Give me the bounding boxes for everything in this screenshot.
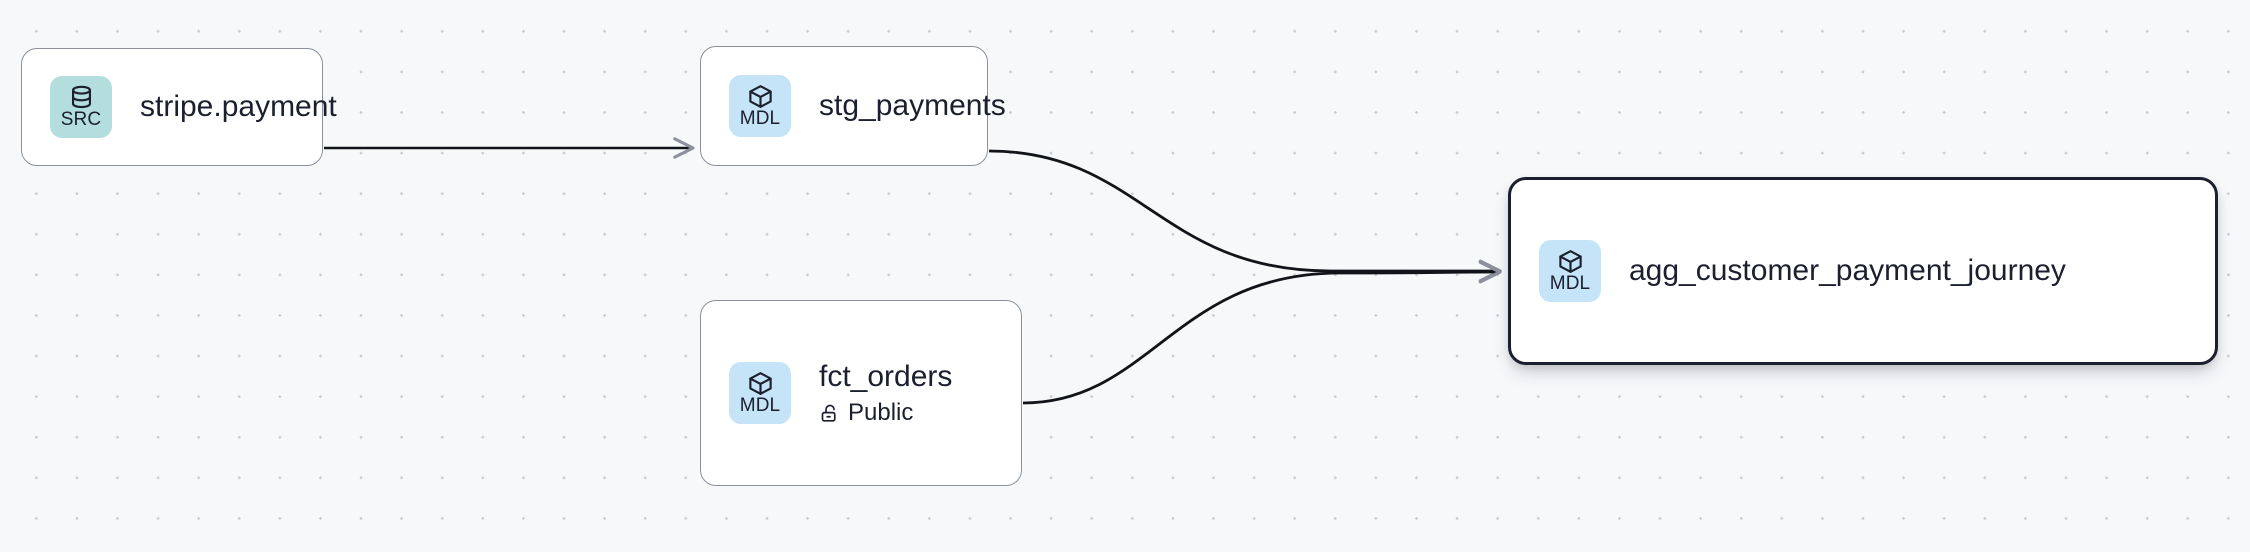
edge-fct-orders-to-agg-customer (1022, 260, 1502, 405)
node-stripe-payment[interactable]: SRC stripe.payment (21, 48, 337, 166)
node-body: agg_customer_payment_journey (1629, 253, 2066, 289)
node-title: stripe.payment (140, 90, 337, 123)
model-badge: MDL (1539, 240, 1601, 302)
unlock-icon (821, 404, 836, 422)
badge-label: SRC (60, 109, 102, 130)
badge-label: MDL (1549, 273, 1591, 294)
node-body: stripe.payment (140, 89, 337, 125)
badge-label: MDL (739, 395, 781, 416)
visibility-label: Public (848, 399, 914, 426)
edge-stg-payments-to-agg-customer (988, 149, 1502, 283)
node-title: fct_orders (819, 360, 953, 393)
node-visibility: Public (819, 399, 952, 427)
node-agg-customer-payment-journey[interactable]: MDL agg_customer_payment_journey (1508, 177, 2218, 365)
node-body: stg_payments (819, 88, 1006, 124)
model-badge: MDL (729, 362, 791, 424)
node-stg-payments[interactable]: MDL stg_payments (700, 46, 1006, 166)
cube-icon (748, 372, 772, 395)
cube-icon (1558, 250, 1582, 273)
node-body: fct_orders Public (819, 359, 952, 427)
source-badge: SRC (50, 76, 112, 138)
node-title: stg_payments (819, 89, 1006, 122)
model-badge: MDL (729, 75, 791, 137)
node-fct-orders[interactable]: MDL fct_orders Public (700, 300, 1022, 486)
node-title: agg_customer_payment_journey (1629, 254, 2066, 287)
cube-icon (748, 85, 772, 108)
badge-label: MDL (739, 108, 781, 129)
database-icon (71, 85, 91, 109)
